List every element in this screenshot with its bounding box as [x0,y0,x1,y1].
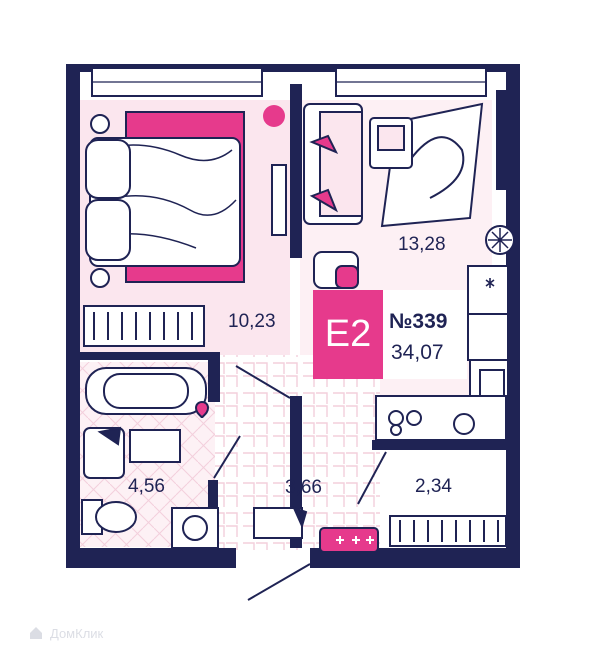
wardrobe [83,305,205,347]
apartment-type: E2 [313,290,383,379]
outer-walls [66,64,520,568]
doors [213,365,387,601]
room-area-bathroom: 4,56 [128,476,165,497]
washing-machine [171,507,219,549]
armchair [313,251,359,289]
apartment-total-area: 34,07 [391,341,444,364]
apartment-badge: E2 №339 34,07 [313,290,467,379]
kitchen-counter [375,265,509,441]
sofa [303,103,363,225]
watermark-text: ДомКлик [50,625,104,641]
entry-mat [319,527,379,553]
apartment-number: №339 [389,310,448,333]
toilet [81,499,137,535]
room-area-living-kitchen: 13,28 [398,234,446,255]
sink [83,426,125,479]
room-area-hallway: 3,66 [285,477,322,498]
bath-mat [129,429,181,463]
room-area-bedroom: 10,23 [228,311,276,332]
balcony-rail [389,515,507,547]
shoe-bench [253,506,308,539]
desk [369,117,413,169]
bathtub [85,367,210,419]
house-logo-icon [30,627,42,639]
watermark: ДомКлик [28,625,103,641]
room-area-balcony: 2,34 [415,476,452,497]
bed [85,105,287,288]
